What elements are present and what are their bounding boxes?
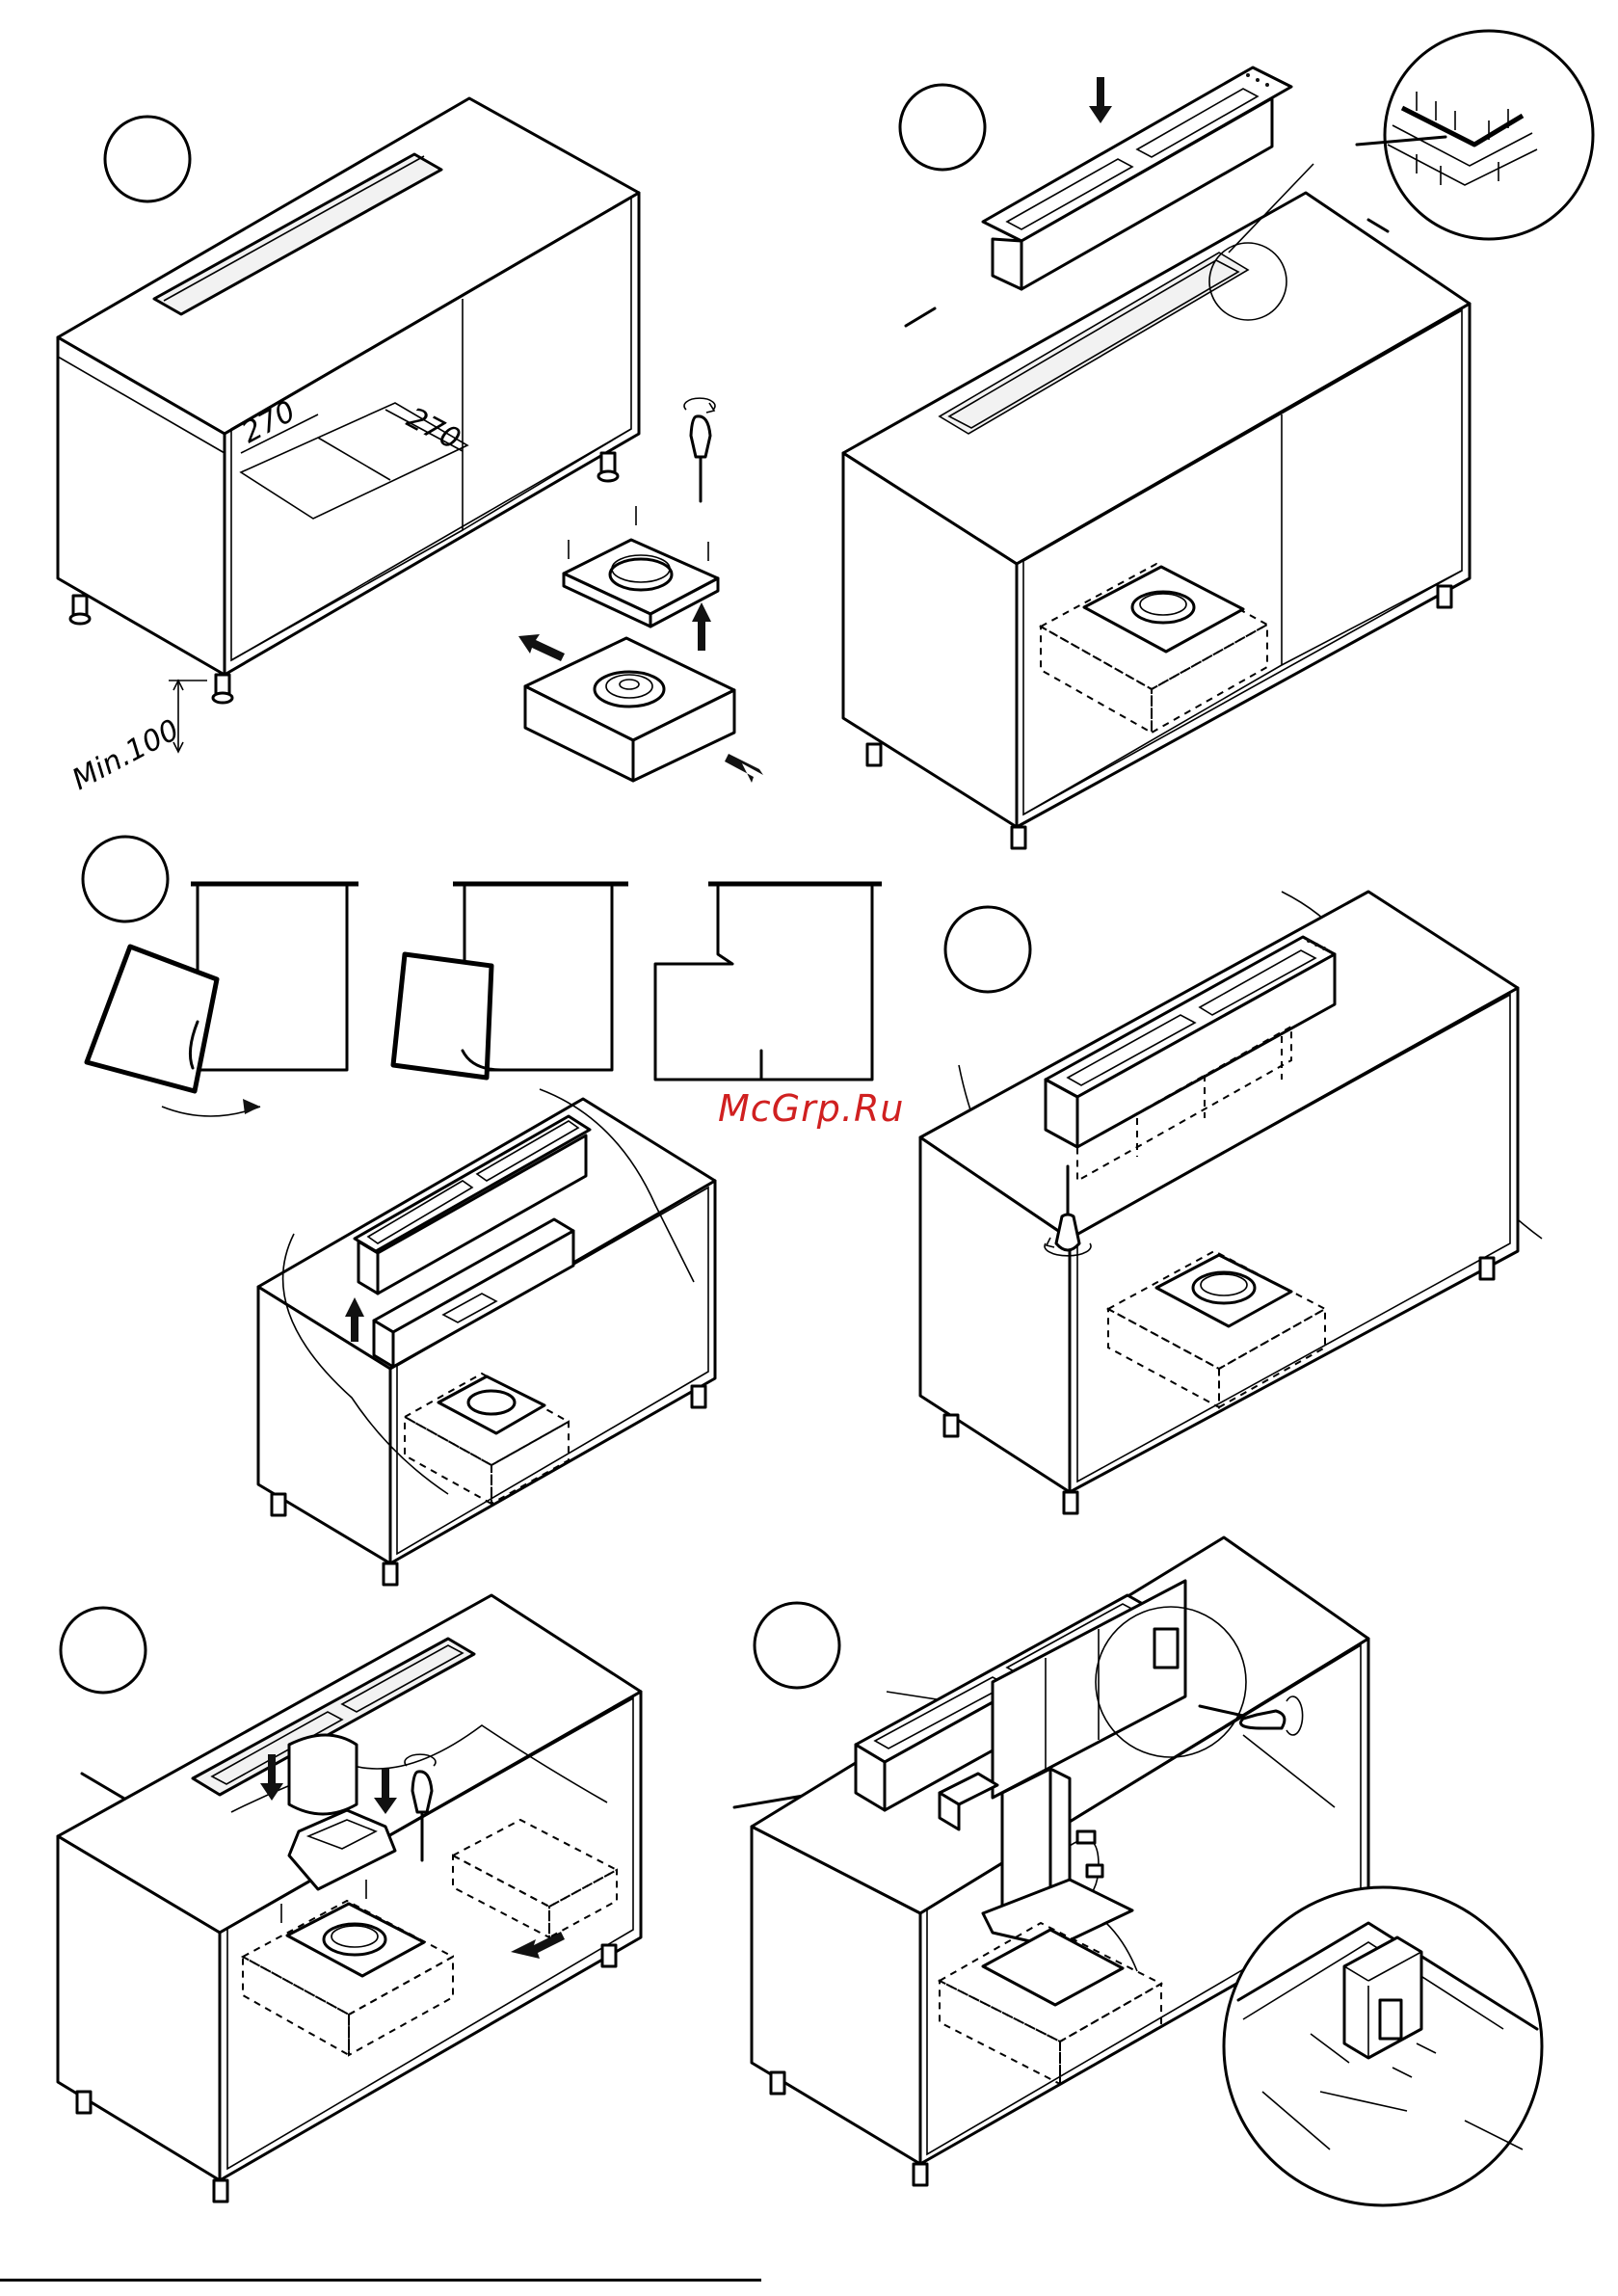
outlet-collar-icon xyxy=(468,1391,515,1414)
arrow-left-icon xyxy=(518,634,565,661)
hob-front xyxy=(993,239,1021,289)
step-4-circle-icon xyxy=(945,907,1030,992)
step-1-circle-icon xyxy=(105,117,190,201)
step-3-panel xyxy=(83,837,882,1585)
arrow-up-icon xyxy=(692,602,711,651)
watermark: McGrp.Ru xyxy=(718,1087,904,1130)
step-5-circle-icon xyxy=(61,1608,146,1693)
step-2-panel xyxy=(843,31,1593,848)
kick-panel-tilted xyxy=(393,954,491,1078)
step-2-circle-icon xyxy=(900,85,985,170)
step-5-panel xyxy=(58,1595,641,2202)
step-3-circle-icon xyxy=(83,837,168,921)
screwdriver-icon xyxy=(684,398,715,501)
step-1-panel: 270 270 Min.100 xyxy=(58,98,763,797)
footer-rule xyxy=(0,2279,761,2282)
plate-collar xyxy=(610,559,672,590)
arrow-down-icon xyxy=(1089,77,1112,123)
step-6-circle-icon xyxy=(755,1603,839,1688)
arrow-left-icon xyxy=(725,754,763,783)
step-4-panel xyxy=(920,892,1542,1513)
adapter-sleeve xyxy=(289,1735,357,1814)
plug-icon xyxy=(1077,1831,1095,1843)
min-clearance-label: Min.100 xyxy=(66,713,184,797)
step-6-panel xyxy=(734,1537,1542,2205)
